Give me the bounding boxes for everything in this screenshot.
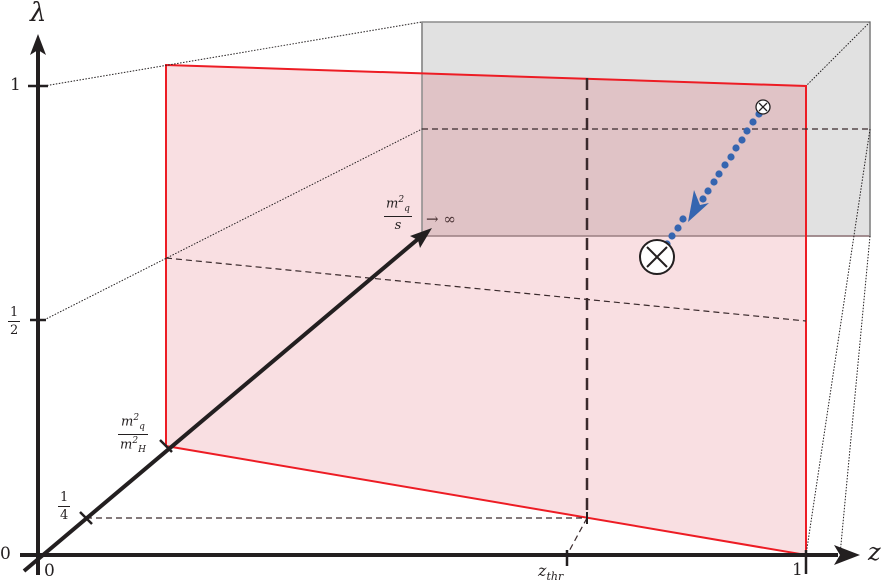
diagonal-axis-arrowhead: [410, 228, 432, 248]
z-threshold-label: zthr: [538, 561, 564, 583]
ticks: [28, 84, 808, 574]
diagonal-tick-mass-ratio: m2q m2H: [118, 413, 148, 455]
z-tick-1: 1: [792, 560, 803, 580]
axes: [20, 50, 838, 575]
overlap-region: [422, 73, 806, 236]
flow-trajectory: [663, 110, 763, 248]
diagonal-axis-limit: → ∞: [426, 210, 456, 228]
z-axis-label: z: [868, 538, 881, 566]
lambda-tick-1: 1: [10, 75, 21, 95]
projection-lines: [43, 21, 871, 556]
z-axis-arrowhead: [834, 545, 860, 565]
origin-label-bottom: 0: [44, 561, 55, 581]
diagonal-axis-label: m2q s: [384, 195, 412, 233]
dashed-lines: [86, 128, 870, 556]
start-point-marker: [755, 99, 771, 115]
lambda-axis-arrowhead: [30, 34, 46, 55]
origin-label-left: 0: [0, 544, 11, 564]
diagonal-axis: [22, 232, 426, 573]
end-point-marker: [639, 239, 675, 275]
lambda-axis-label: λ: [30, 0, 47, 28]
flow-arrowhead: [688, 190, 709, 222]
